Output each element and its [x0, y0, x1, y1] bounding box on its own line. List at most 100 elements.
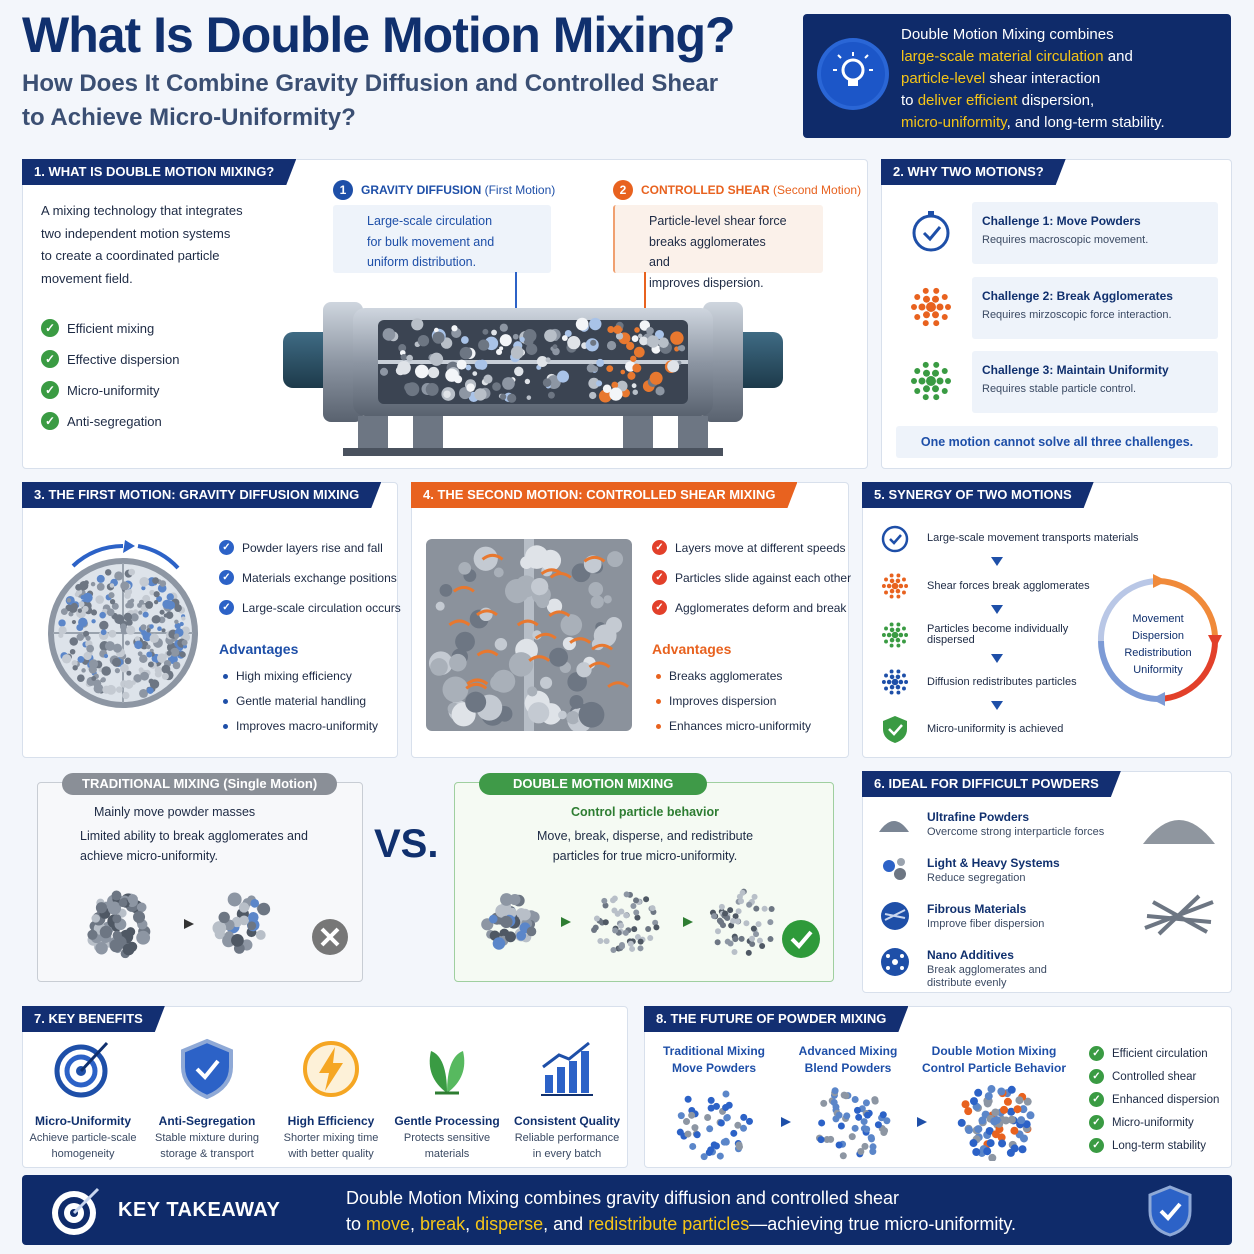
s3-point-3: ✓Large-scale circulation occurs — [219, 600, 401, 615]
traditional-particles-illustration — [87, 890, 348, 959]
double-particles-illustration — [481, 888, 820, 958]
check-icon: ✓ — [652, 600, 667, 615]
leaf-icon — [429, 1051, 465, 1095]
key-takeaway-label: KEY TAKEAWAY — [118, 1199, 281, 1221]
callout-line-5: micro-uniformity, and long-term stabilit… — [901, 114, 1165, 131]
x-circle-icon — [314, 921, 315, 922]
check-icon: ✓ — [219, 600, 234, 615]
shield-icon — [181, 1038, 233, 1100]
arrow-down-icon — [991, 654, 1003, 663]
section-1-title: 1. WHAT IS DOUBLE MOTION MIXING? — [22, 159, 296, 185]
callout-line-2: large-scale material circulation and — [901, 48, 1133, 65]
check-icon: ✓ — [41, 319, 59, 337]
section-4-panel: 4. THE SECOND MOTION: CONTROLLED SHEAR M… — [411, 482, 851, 758]
main-title: What Is Double Motion Mixing? — [22, 7, 736, 63]
gravity-drum-illustration — [48, 540, 198, 708]
s3-point-2: ✓Materials exchange positions — [219, 570, 397, 585]
traditional-mixing-panel: TRADITIONAL MIXING (Single Motion) Mainl… — [37, 773, 363, 982]
check-icon: ✓ — [41, 381, 59, 399]
future-check-4: ✓Micro-uniformity — [1089, 1115, 1194, 1130]
s3-advantage-1: High mixing efficiency — [223, 669, 352, 683]
lightning-icon — [303, 1041, 359, 1097]
traditional-desc: Limited ability to break agglomerates an… — [80, 829, 308, 863]
section-3-title: 3. THE FIRST MOTION: GRAVITY DIFFUSION M… — [22, 482, 381, 508]
burst-icon — [877, 571, 913, 601]
synergy-step-1: Large-scale movement transports material… — [877, 523, 1139, 553]
check-icon: ✓ — [219, 570, 234, 585]
section-7-title: 7. KEY BENEFITS — [22, 1006, 165, 1032]
section-8-panel: 8. THE FUTURE OF POWDER MIXING Tradition… — [644, 1006, 1232, 1168]
callout-line-3: particle-level shear interaction — [901, 70, 1101, 87]
ultrafine-powder-image — [1143, 820, 1215, 844]
synergy-step-2: Shear forces break agglomerates — [877, 571, 1090, 601]
s3-advantages-title: Advantages — [219, 641, 299, 657]
fiber-icon — [881, 902, 909, 930]
check-circle-icon — [801, 939, 802, 940]
shear-mixing-illustration — [426, 539, 632, 731]
nano-icon — [881, 948, 909, 976]
mixed-particles-icon — [883, 858, 906, 880]
synergy-cycle-icon — [1097, 574, 1222, 706]
s4-point-1: ✓Layers move at different speeds — [652, 540, 846, 555]
fibrous-material-image — [1144, 894, 1214, 936]
section-2-title: 2. WHY TWO MOTIONS? — [881, 159, 1066, 185]
subtitle-line-2: to Achieve Micro-Uniformity? — [22, 104, 356, 131]
particle-cluster-icon — [877, 620, 913, 650]
header-callout: Double Motion Mixing combines large-scal… — [803, 14, 1231, 138]
callout-line-1: Double Motion Mixing combines — [901, 26, 1114, 43]
vs-label: VS. — [374, 822, 439, 866]
check-icon: ✓ — [1089, 1092, 1104, 1107]
future-check-5: ✓Long-term stability — [1089, 1138, 1206, 1153]
s4-advantage-3: Enhances micro-uniformity — [656, 719, 811, 733]
future-check-1: ✓Efficient circulation — [1089, 1046, 1208, 1061]
s4-advantages-title: Advantages — [652, 641, 732, 657]
section-8-title: 8. THE FUTURE OF POWDER MIXING — [644, 1006, 908, 1032]
traditional-head: Mainly move powder masses — [94, 805, 256, 819]
section-3-panel: 3. THE FIRST MOTION: GRAVITY DIFFUSION M… — [22, 482, 401, 758]
check-icon: ✓ — [41, 412, 59, 430]
double-head: Control particle behavior — [571, 805, 719, 819]
check-micro-uniformity: ✓Micro-uniformity — [41, 381, 159, 399]
check-icon: ✓ — [41, 350, 59, 368]
arrow-down-icon — [991, 557, 1003, 566]
synergy-step-3: Particles become individually dispersed — [877, 620, 1077, 650]
particle-cluster-icon — [908, 358, 954, 404]
stopwatch-icon — [877, 523, 913, 553]
lightbulb-icon — [821, 42, 885, 106]
s3-point-1: ✓Powder layers rise and fall — [219, 540, 383, 555]
section-2-panel: 2. WHY TWO MOTIONS? Challenge 1: Move Po… — [881, 159, 1232, 469]
stopwatch-icon — [908, 208, 954, 254]
check-icon: ✓ — [652, 570, 667, 585]
synergy-step-4: Diffusion redistributes particles — [877, 667, 1077, 697]
s3-advantage-3: Improves macro-uniformity — [223, 719, 378, 733]
controlled-shear-heading: 2 CONTROLLED SHEAR (Second Motion) — [613, 180, 861, 200]
powder-pile-icon — [879, 821, 909, 832]
burst-icon — [908, 284, 954, 330]
target-icon — [52, 1187, 100, 1235]
arrow-down-icon — [991, 701, 1003, 710]
section-1-panel: 1. WHAT IS DOUBLE MOTION MIXING? A mixin… — [22, 159, 868, 469]
section-6-panel: 6. IDEAL FOR DIFFICULT POWDERS Ultrafine… — [862, 771, 1232, 993]
check-icon: ✓ — [652, 540, 667, 555]
diffusion-icon — [877, 667, 913, 697]
traditional-mixing-title: TRADITIONAL MIXING (Single Motion) — [62, 773, 338, 795]
section-5-title: 5. SYNERGY OF TWO MOTIONS — [862, 482, 1094, 508]
callout-line-4: to deliver efficient dispersion, — [901, 92, 1095, 109]
double-mixing-panel: DOUBLE MOTION MIXING Control particle be… — [454, 773, 834, 982]
target-icon — [54, 1041, 109, 1098]
arrow-down-icon — [991, 605, 1003, 614]
future-check-2: ✓Controlled shear — [1089, 1069, 1196, 1084]
